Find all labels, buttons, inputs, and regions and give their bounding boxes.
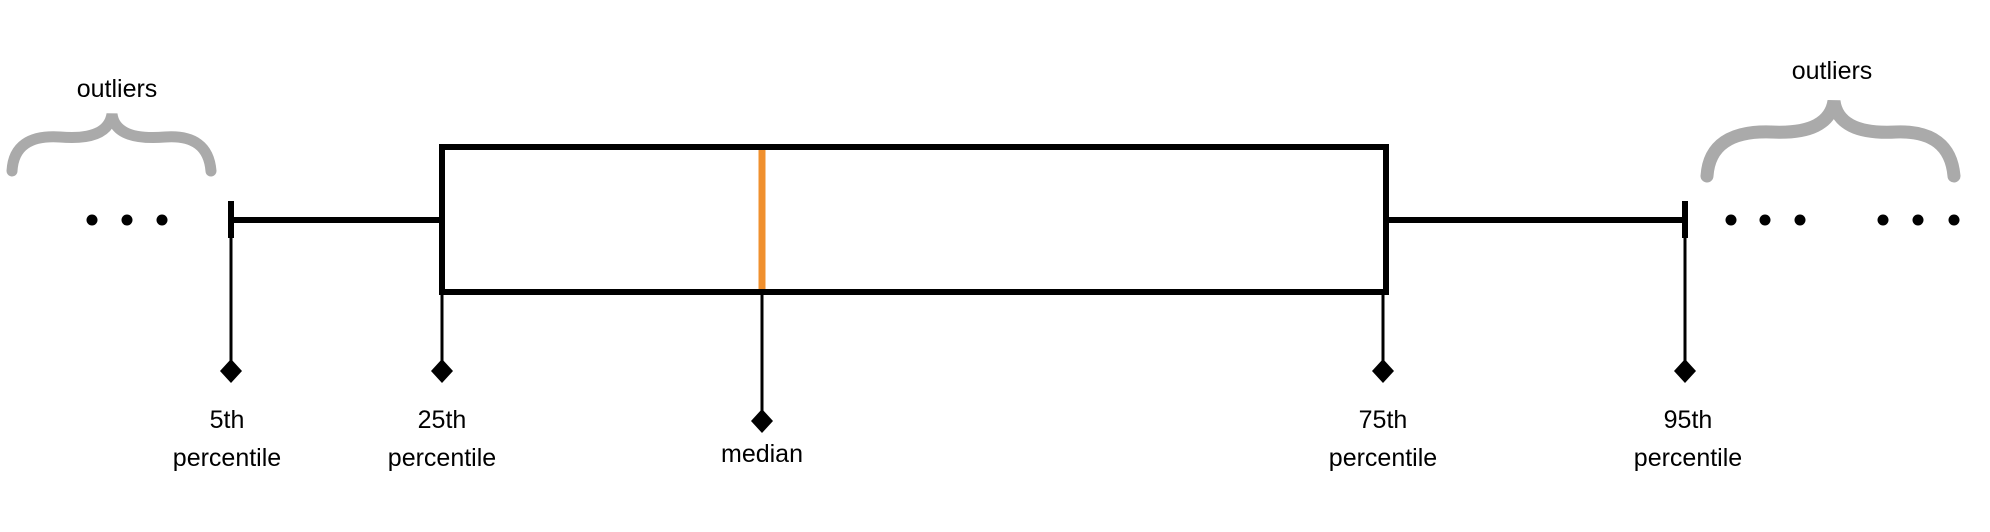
diamond-marker: [431, 359, 453, 383]
label-25th-percentile: 25th percentile: [388, 406, 496, 472]
outlier-dot: [156, 214, 168, 226]
pointer-5th: [220, 238, 242, 383]
right-outlier-dots: [1725, 214, 1960, 226]
outlier-dot: [1948, 214, 1960, 226]
svg-text:25th: 25th: [418, 406, 467, 434]
svg-text:median: median: [721, 440, 803, 468]
svg-text:percentile: percentile: [173, 444, 281, 472]
outlier-dot: [1912, 214, 1924, 226]
outlier-dot: [1794, 214, 1806, 226]
left-outliers-label: outliers: [77, 75, 158, 103]
diamond-marker: [220, 359, 242, 383]
right-outliers-label: outliers: [1792, 57, 1873, 85]
outlier-dot: [1759, 214, 1771, 226]
iqr-box: [439, 144, 1389, 295]
pointer-95th: [1674, 238, 1696, 383]
left-outliers-brace: [6, 112, 217, 177]
outlier-dot: [1725, 214, 1737, 226]
diamond-marker: [1674, 359, 1696, 383]
outlier-dot: [86, 214, 98, 226]
pointer-25th: [431, 292, 453, 383]
label-75th-percentile: 75th percentile: [1329, 406, 1437, 472]
label-5th-percentile: 5th percentile: [173, 406, 281, 472]
svg-text:percentile: percentile: [388, 444, 496, 472]
right-outliers-brace: [1700, 99, 1961, 183]
outlier-dot: [1877, 214, 1889, 226]
diamond-marker: [1372, 359, 1394, 383]
svg-text:95th: 95th: [1664, 406, 1713, 434]
left-outlier-dots: [86, 214, 168, 226]
svg-text:75th: 75th: [1359, 406, 1408, 434]
svg-text:percentile: percentile: [1634, 444, 1742, 472]
label-median: median: [721, 440, 803, 468]
svg-text:percentile: percentile: [1329, 444, 1437, 472]
pointer-median: [751, 292, 773, 433]
outlier-dot: [121, 214, 133, 226]
svg-text:5th: 5th: [210, 406, 245, 434]
pointer-75th: [1372, 292, 1394, 383]
diamond-marker: [751, 409, 773, 433]
label-95th-percentile: 95th percentile: [1634, 406, 1742, 472]
